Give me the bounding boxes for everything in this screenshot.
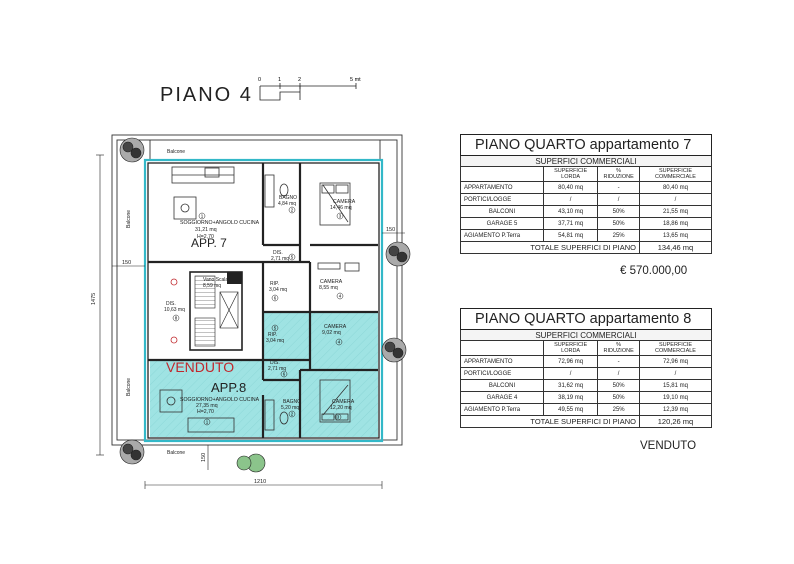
surface-table-app7: PIANO QUARTO appartamento 7 SUPERFICI CO… — [460, 134, 713, 254]
room-name: SOGGIORNO+ANGOLO CUCINA — [180, 220, 260, 226]
balcony-label: Balcone — [167, 149, 185, 155]
balcony-label: Balcone — [126, 210, 132, 228]
dimension-label: 150 — [122, 260, 131, 266]
room-number: 5 — [274, 326, 277, 331]
room-number: 6 — [283, 372, 286, 377]
interior-walls — [148, 163, 378, 438]
dimension-height: 1475 — [91, 293, 97, 305]
room-number: 3 — [339, 214, 342, 219]
room-name: DIS. — [166, 301, 176, 307]
table-subtitle: SUPERFICI COMMERCIALI — [460, 329, 712, 341]
col-header: % RIDUZIONE — [597, 166, 640, 182]
room-name: BAGNO — [283, 399, 301, 405]
room-area: 5,20 mq — [281, 405, 299, 411]
room-area: 3,04 mq — [269, 287, 287, 293]
room-number: 4 — [338, 340, 341, 345]
scale-bar: 0 1 2 5 mt — [258, 77, 361, 101]
room-name: DIS. — [273, 250, 283, 256]
tree-icons — [119, 137, 411, 473]
room-name: Vano Scala — [203, 277, 228, 283]
col-header: % RIDUZIONE — [597, 340, 640, 356]
room-area: 12,20 mq — [330, 405, 352, 411]
room-area: 31,21 mq — [195, 227, 217, 233]
room-number: 8 — [175, 316, 178, 321]
floor-title: PIANO 4 — [160, 84, 253, 106]
room-height: H=2,70 — [197, 234, 214, 240]
table-title: PIANO QUARTO appartamento 7 — [460, 134, 712, 156]
furniture — [159, 166, 360, 433]
stair-core — [189, 271, 243, 351]
dimension-label: 150 — [201, 453, 207, 462]
surface-table-app8: PIANO QUARTO appartamento 8 SUPERFICI CO… — [460, 308, 713, 428]
room-name: CAMERA — [324, 324, 347, 330]
room-area: 27,35 mq — [196, 403, 218, 409]
room-number: 5 — [291, 255, 294, 260]
room-number: 2 — [291, 412, 294, 417]
room-area: 4,84 mq — [278, 201, 296, 207]
room-area: 2,71 mq — [271, 256, 289, 262]
room-number: 1 — [201, 214, 204, 219]
room-area: 2,71 mq — [268, 366, 286, 372]
price-label: € 570.000,00 — [620, 265, 688, 277]
room-name: BAGNO — [279, 195, 297, 201]
scale-tick-5: 5 mt — [350, 77, 361, 83]
balcony-label: Balcone — [167, 450, 185, 456]
room-area: 8,59 mq — [203, 283, 221, 289]
room-area: 10,63 mq — [164, 307, 185, 313]
room-number: 4 — [339, 294, 342, 299]
table-title: PIANO QUARTO appartamento 8 — [460, 308, 712, 330]
room-name: SOGGIORNO+ANGOLO CUCINA — [180, 397, 260, 403]
balcony-label: Balcone — [126, 378, 132, 396]
dimension-width: 1210 — [254, 479, 266, 485]
room-number: 2 — [291, 208, 294, 213]
app8-label: APP.8 — [211, 380, 246, 395]
room-area: 9,02 mq — [322, 330, 341, 336]
col-header: SUPERFICIE LORDA — [542, 166, 599, 182]
room-name: CAMERA — [320, 279, 343, 285]
room-area: 14,46 mq — [330, 205, 352, 211]
room-area: 8,55 mq — [319, 285, 338, 291]
table-subtitle: SUPERFICI COMMERCIALI — [460, 155, 712, 167]
table-row: PORTICI/LOGGE/// — [460, 367, 713, 380]
room-number: 6 — [274, 296, 277, 301]
room-height: H=2,70 — [197, 409, 214, 415]
room-area: 3,04 mq — [266, 338, 284, 344]
sold-label: VENDUTO — [640, 440, 697, 452]
col-header: SUPERFICIE LORDA — [542, 340, 599, 356]
room-name: RIP. — [270, 281, 279, 287]
room-number: 3 — [337, 415, 340, 420]
col-header: SUPERFICIE COMMERCIALE — [638, 340, 713, 356]
room-name: RIP. — [268, 332, 277, 338]
dimension-label: 150 — [386, 227, 395, 233]
room-name: DIS. — [270, 360, 280, 366]
scale-tick-0: 0 — [258, 77, 261, 83]
room-name: CAMERA — [333, 199, 356, 205]
col-header: SUPERFICIE COMMERCIALE — [638, 166, 713, 182]
app7-label: APP. 7 — [191, 236, 227, 250]
scale-tick-2: 2 — [298, 77, 301, 83]
table-row: PORTICI/LOGGE/// — [460, 193, 713, 206]
room-name: CAMERA — [332, 399, 355, 405]
venduto-stamp: VENDUTO — [166, 359, 234, 375]
scale-tick-1: 1 — [278, 77, 281, 83]
room-number: 1 — [206, 420, 209, 425]
